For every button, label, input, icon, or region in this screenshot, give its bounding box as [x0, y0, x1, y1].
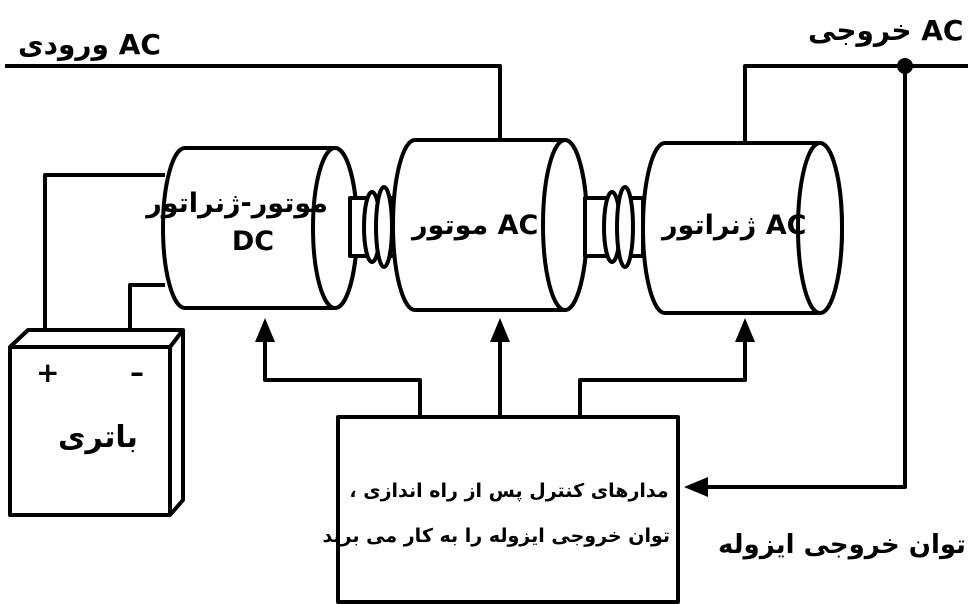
battery-label: باتری	[58, 420, 138, 455]
ac-input-wire	[5, 64, 502, 145]
arrow-up-dc	[255, 318, 275, 342]
ac-output-wire	[743, 64, 968, 145]
isolated-output-wire	[705, 66, 907, 489]
ac-motor-label: موتور AC	[412, 210, 539, 241]
control-to-generator-line	[578, 340, 747, 417]
ac-motor-cylinder	[391, 138, 589, 312]
battery-box	[8, 328, 185, 517]
ac-generator-label: ژنراتور AC	[662, 210, 807, 241]
battery-minus-label: –	[130, 356, 144, 389]
dc-motor-generator-label-line1: موتور-ژنراتور	[146, 188, 328, 219]
control-text-line1: مدارهای کنترل پس از راه اندازی ،	[349, 480, 669, 502]
ac-output-label: خروجی AC	[808, 14, 964, 47]
isolated-output-label: توان خروجی ایزوله	[718, 530, 966, 560]
battery-positive-wire	[43, 173, 165, 330]
arrow-left-isolated-output	[684, 477, 708, 497]
control-to-dc-line	[263, 340, 422, 417]
shaft-coupling-1	[348, 185, 407, 269]
arrow-up-generator	[735, 318, 755, 342]
ac-input-label: ورودی AC	[18, 28, 161, 61]
battery-plus-label: +	[36, 356, 60, 389]
shaft-coupling-2	[583, 185, 645, 269]
ac-generator-cylinder	[641, 141, 844, 315]
control-circuit-box	[336, 415, 680, 604]
control-text-line2: توان خروجی ایزوله را به کار می برند	[322, 525, 670, 547]
dc-motor-generator-label-line2: DC	[231, 226, 275, 257]
junction-dot	[897, 58, 913, 74]
battery-negative-wire	[128, 283, 165, 330]
arrow-up-motor	[490, 318, 510, 342]
